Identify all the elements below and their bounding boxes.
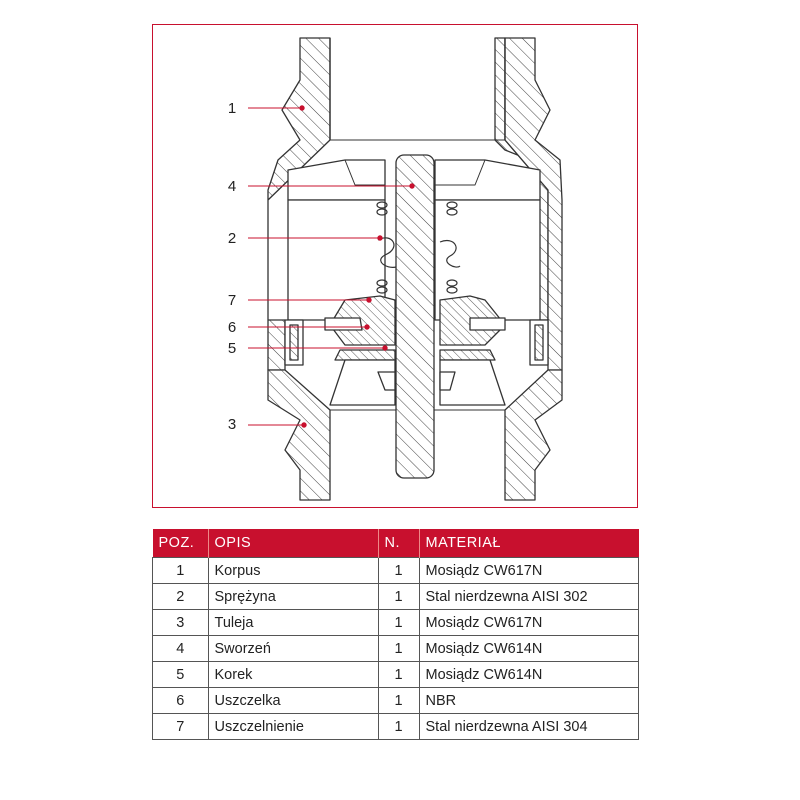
leader-lines: [248, 105, 415, 428]
cell-material: Stal nierdzewna AISI 304: [418, 713, 639, 740]
header-n: N.: [378, 529, 420, 558]
table-row: 5 Korek 1 Mosiądz CW614N: [152, 661, 639, 688]
cell-poz: 4: [152, 635, 209, 662]
callout-2: 2: [227, 230, 237, 247]
cell-n: 1: [377, 661, 420, 688]
callout-1: 1: [227, 100, 237, 117]
seal-right: [469, 317, 506, 331]
sleeve-right: [504, 369, 563, 501]
table-header-row: POZ. OPIS N. MATERIAŁ: [152, 529, 639, 558]
cell-material: Stal nierdzewna AISI 302: [418, 583, 639, 610]
cell-material: Mosiądz CW614N: [418, 661, 639, 688]
table-row: 7 Uszczelnienie 1 Stal nierdzewna AISI 3…: [152, 713, 639, 740]
cell-n: 1: [377, 713, 420, 740]
cell-poz: 6: [152, 687, 209, 714]
parts-table: POZ. OPIS N. MATERIAŁ 1 Korpus 1 Mosiądz…: [152, 529, 639, 740]
drawing-frame: [152, 24, 638, 508]
cell-material: Mosiądz CW617N: [418, 557, 639, 584]
spring-coils: [376, 201, 461, 294]
callout-7: 7: [227, 292, 237, 309]
cell-poz: 3: [152, 609, 209, 636]
callout-6: 6: [227, 319, 237, 336]
cell-n: 1: [377, 583, 420, 610]
cell-opis: Sprężyna: [207, 583, 379, 610]
table-row: 6 Uszczelka 1 NBR: [152, 687, 639, 714]
table-row: 1 Korpus 1 Mosiądz CW617N: [152, 557, 639, 584]
cell-material: NBR: [418, 687, 639, 714]
cell-opis: Korpus: [207, 557, 379, 584]
cell-opis: Uszczelka: [207, 687, 379, 714]
cell-opis: Tuleja: [207, 609, 379, 636]
header-opis: OPIS: [208, 529, 379, 558]
callout-3: 3: [227, 416, 237, 433]
lower-cone-left: [329, 359, 396, 406]
cell-material: Mosiądz CW614N: [418, 635, 639, 662]
table-row: 2 Sprężyna 1 Stal nierdzewna AISI 302: [152, 583, 639, 610]
valve-cross-section-drawing: [248, 37, 563, 501]
cell-n: 1: [377, 557, 420, 584]
callout-4: 4: [227, 178, 237, 195]
cell-poz: 7: [152, 713, 209, 740]
cell-poz: 2: [152, 583, 209, 610]
cell-opis: Uszczelnienie: [207, 713, 379, 740]
table-row: 3 Tuleja 1 Mosiądz CW617N: [152, 609, 639, 636]
callout-5: 5: [227, 340, 237, 357]
cell-n: 1: [377, 609, 420, 636]
sleeve-left: [267, 369, 331, 501]
cell-poz: 1: [152, 557, 209, 584]
table-row: 4 Sworzeń 1 Mosiądz CW614N: [152, 635, 639, 662]
header-material: MATERIAŁ: [419, 529, 639, 558]
cell-opis: Sworzeń: [207, 635, 379, 662]
cell-n: 1: [377, 635, 420, 662]
cell-n: 1: [377, 687, 420, 714]
cell-opis: Korek: [207, 661, 379, 688]
cell-poz: 5: [152, 661, 209, 688]
cell-material: Mosiądz CW617N: [418, 609, 639, 636]
header-poz: POZ.: [152, 529, 209, 558]
pin-stem: [395, 154, 435, 479]
